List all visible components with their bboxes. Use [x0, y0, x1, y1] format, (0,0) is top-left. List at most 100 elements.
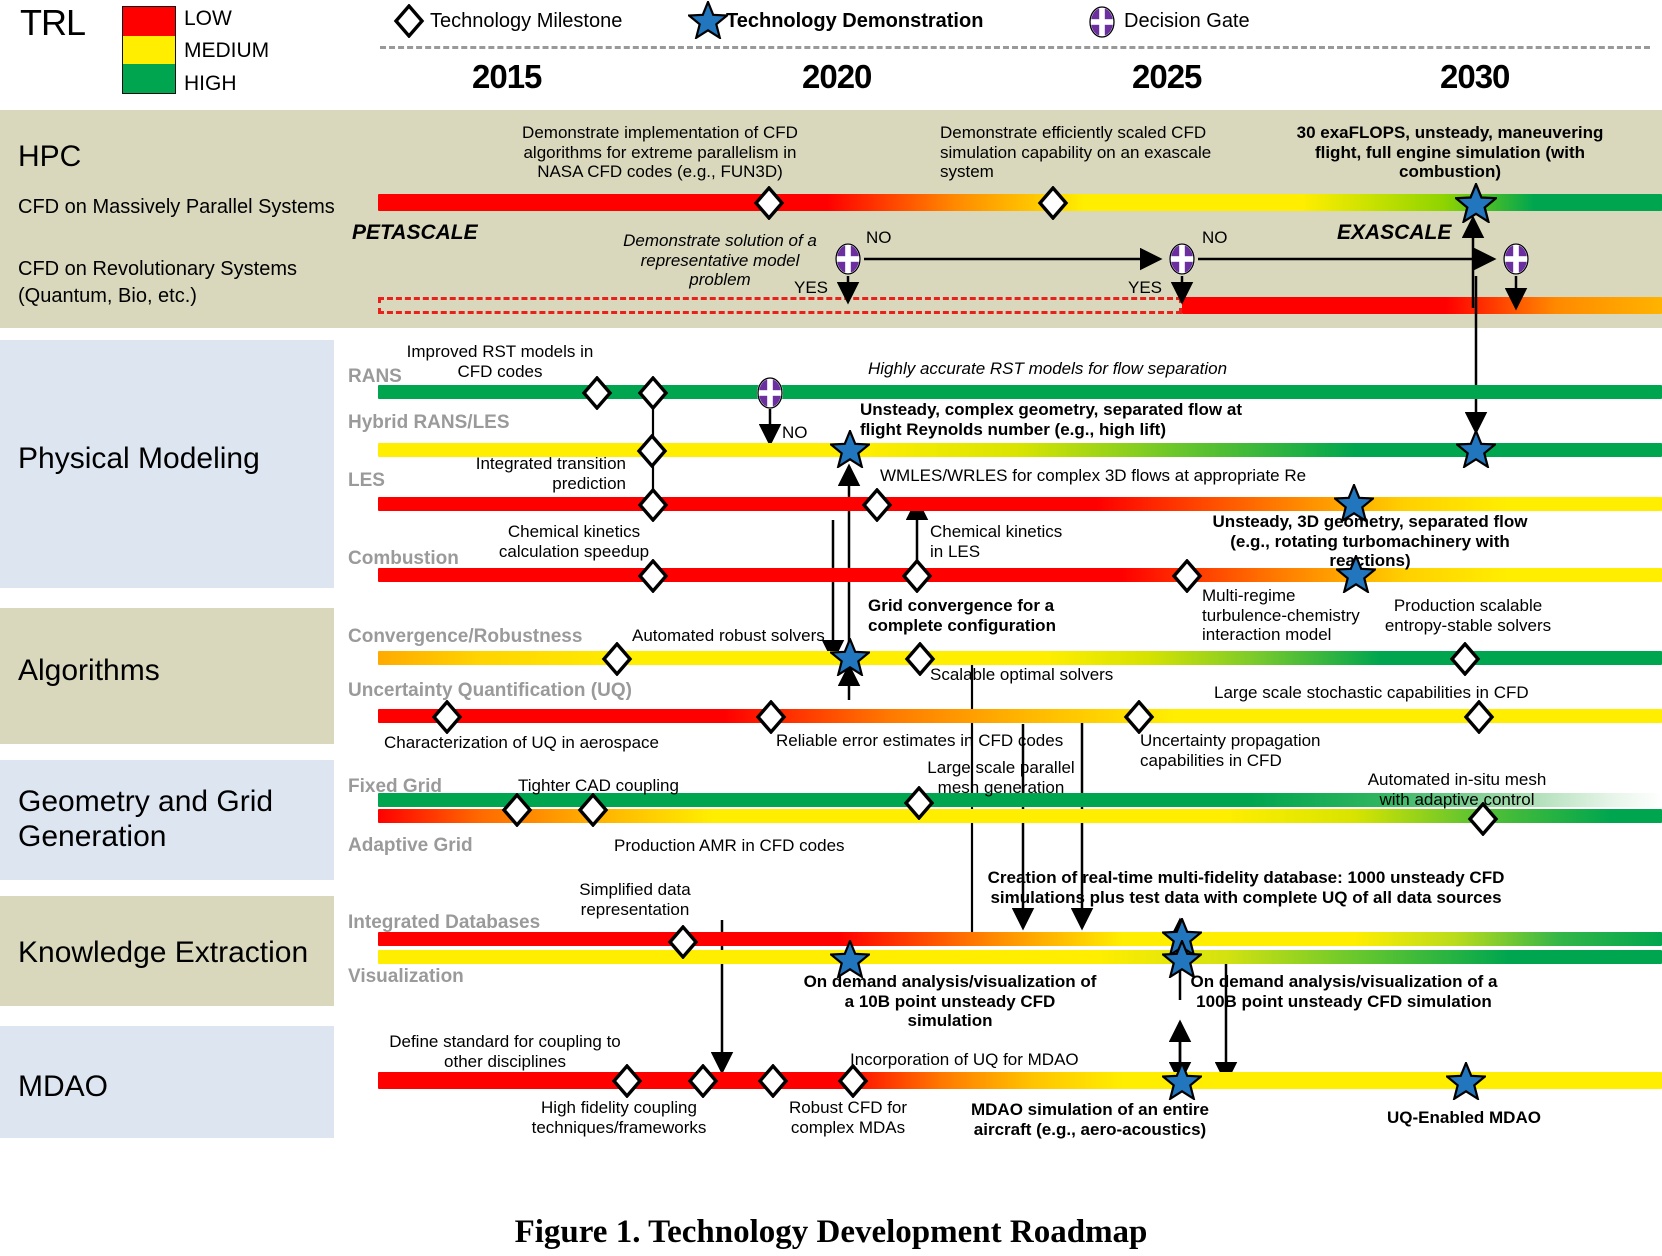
- annotation-combustion-3: Unsteady, 3D geometry, separated flow (e…: [1212, 512, 1528, 571]
- decision-gate-icon: [1502, 243, 1529, 275]
- milestone-marker: [576, 793, 610, 827]
- annotation-vis-1: On demand analysis/visualization of a 10…: [803, 972, 1097, 1031]
- annotation-db-2: Creation of real-time multi-fidelity dat…: [987, 868, 1505, 907]
- section-band-knowledge-extraction: [0, 896, 334, 1006]
- milestone-marker: [754, 700, 788, 734]
- section-title-physical-modeling: Physical Modeling: [18, 442, 260, 475]
- annotation-uq-3: Uncertainty propagation capabilities in …: [1140, 731, 1321, 770]
- annotation-grid-1: Tighter CAD coupling: [518, 776, 679, 795]
- milestone-marker: [580, 376, 614, 410]
- annotation-les-2: WMLES/WRLES for complex 3D flows at appr…: [880, 466, 1307, 485]
- milestone-marker: [1448, 642, 1482, 676]
- track-label-integrated-db: Integrated Databases: [348, 912, 541, 933]
- annotation-no-2: NO: [1202, 228, 1228, 247]
- legend-label-milestone: Technology Milestone: [430, 10, 623, 32]
- demonstration-marker: [1334, 484, 1374, 522]
- annotation-yes-2: YES: [1128, 278, 1163, 297]
- decision-gate-icon: [756, 377, 783, 409]
- annotation-hpc-3: 30 exaFLOPS, unsteady, maneuvering fligh…: [1296, 123, 1604, 182]
- milestone-marker: [903, 642, 937, 676]
- annotation-yes-1: YES: [794, 278, 829, 297]
- annotation-no-3: NO: [782, 423, 808, 442]
- annotation-mdao-5: MDAO simulation of an entire aircraft (e…: [970, 1100, 1210, 1139]
- trl-swatch-low: [123, 7, 175, 36]
- annotation-no-1: NO: [866, 228, 892, 247]
- demonstration-marker: [1162, 940, 1202, 978]
- track-label-adaptive-grid: Adaptive Grid: [348, 835, 473, 856]
- milestone-marker: [635, 434, 669, 468]
- milestone-marker: [500, 793, 534, 827]
- track-bar-hpc-revolutionary-dashed: [378, 297, 1182, 314]
- milestone-marker: [636, 488, 670, 522]
- year-label-2025: 2025: [1132, 58, 1202, 95]
- track-label-rans: RANS: [348, 366, 402, 387]
- track-bar-convergence: [378, 651, 1662, 665]
- annotation-db-1: Simplified data representation: [579, 880, 691, 919]
- section-band-physical-modeling: [0, 340, 334, 588]
- decision-gate-icon: [834, 243, 861, 275]
- milestone-marker: [836, 1064, 870, 1098]
- track-bar-uq: [378, 709, 1662, 723]
- section-subtitle-hpc-revolutionary-2: (Quantum, Bio, etc.): [18, 285, 197, 307]
- section-subtitle-hpc-parallel: CFD on Massively Parallel Systems: [18, 196, 335, 218]
- section-band-geometry-grid: [0, 760, 334, 880]
- track-bar-visualization: [378, 950, 1662, 964]
- year-label-2020: 2020: [802, 58, 872, 95]
- milestone-marker: [1170, 559, 1204, 593]
- figure-caption: Figure 1. Technology Development Roadmap: [514, 1214, 1148, 1250]
- annotation-rans-2: Highly accurate RST models for flow sepa…: [868, 359, 1228, 378]
- milestone-marker: [666, 925, 700, 959]
- annotation-grid-4: Production AMR in CFD codes: [614, 836, 845, 855]
- section-band-hpc: [0, 110, 1662, 328]
- trl-label-low: LOW: [184, 7, 232, 30]
- annotation-vis-2: On demand analysis/visualization of a 10…: [1190, 972, 1498, 1011]
- annotation-exascale: EXASCALE: [1337, 221, 1452, 244]
- milestone-marker: [1036, 186, 1070, 220]
- track-bar-rans: [378, 385, 1662, 399]
- milestone-marker: [752, 186, 786, 220]
- demonstration-marker: [1456, 430, 1496, 468]
- demonstration-marker: [830, 940, 870, 978]
- track-bar-integrated-db: [378, 932, 1662, 946]
- annotation-les-1: Integrated transition prediction: [475, 454, 626, 493]
- track-bar-hybrid: [378, 443, 1662, 457]
- decision-gate-icon: [1168, 243, 1195, 275]
- annotation-rans-1: Improved RST models in CFD codes: [406, 342, 594, 381]
- legend-label-demonstration: Technology Demonstration: [726, 10, 984, 32]
- annotation-hybrid-1: Unsteady, complex geometry, separated fl…: [860, 400, 1242, 439]
- section-band-mdao: [0, 1026, 334, 1138]
- track-label-les: LES: [348, 470, 385, 491]
- annotation-uq-2: Reliable error estimates in CFD codes: [776, 731, 1064, 750]
- track-label-uq: Uncertainty Quantification (UQ): [348, 680, 632, 701]
- track-label-hybrid: Hybrid RANS/LES: [348, 412, 510, 433]
- milestone-marker: [430, 700, 464, 734]
- annotation-grid-3: Automated in-situ mesh with adaptive con…: [1367, 770, 1547, 809]
- trl-label-high: HIGH: [184, 72, 237, 95]
- annotation-convergence-2: Grid convergence for a complete configur…: [868, 596, 1056, 635]
- trl-label: TRL: [20, 2, 86, 43]
- annotation-uq-1: Characterization of UQ in aerospace: [384, 733, 659, 752]
- milestone-marker: [900, 559, 934, 593]
- annotation-combustion-4: Multi-regime turbulence-chemistry intera…: [1202, 586, 1360, 645]
- demonstration-marker: [830, 430, 870, 468]
- section-band-algorithms: [0, 608, 334, 744]
- milestone-marker: [1462, 700, 1496, 734]
- trl-swatch-high: [123, 64, 175, 93]
- milestone-marker: [686, 1064, 720, 1098]
- section-title-mdao: MDAO: [18, 1070, 108, 1103]
- milestone-marker: [1466, 802, 1500, 836]
- trl-label-medium: MEDIUM: [184, 39, 270, 62]
- annotation-convergence-1: Automated robust solvers: [632, 626, 825, 645]
- track-bar-fixed-grid: [378, 793, 1662, 807]
- annotation-hpc-1: Demonstrate implementation of CFD algori…: [522, 123, 798, 182]
- annotation-hpc-4: Demonstrate solution of a representative…: [623, 231, 817, 290]
- annotation-convergence-4: Production scalable entropy-stable solve…: [1384, 596, 1552, 635]
- demonstration-marker: [1446, 1062, 1486, 1100]
- trl-swatch-medium: [123, 35, 175, 65]
- track-bar-hpc-parallel: [378, 194, 1662, 211]
- annotation-mdao-2: High fidelity coupling techniques/framew…: [531, 1098, 707, 1137]
- legend-divider: [380, 46, 1650, 49]
- annotation-uq-4: Large scale stochastic capabilities in C…: [1214, 683, 1529, 702]
- demonstration-marker: [1336, 555, 1376, 593]
- annotation-petascale: PETASCALE: [352, 221, 478, 244]
